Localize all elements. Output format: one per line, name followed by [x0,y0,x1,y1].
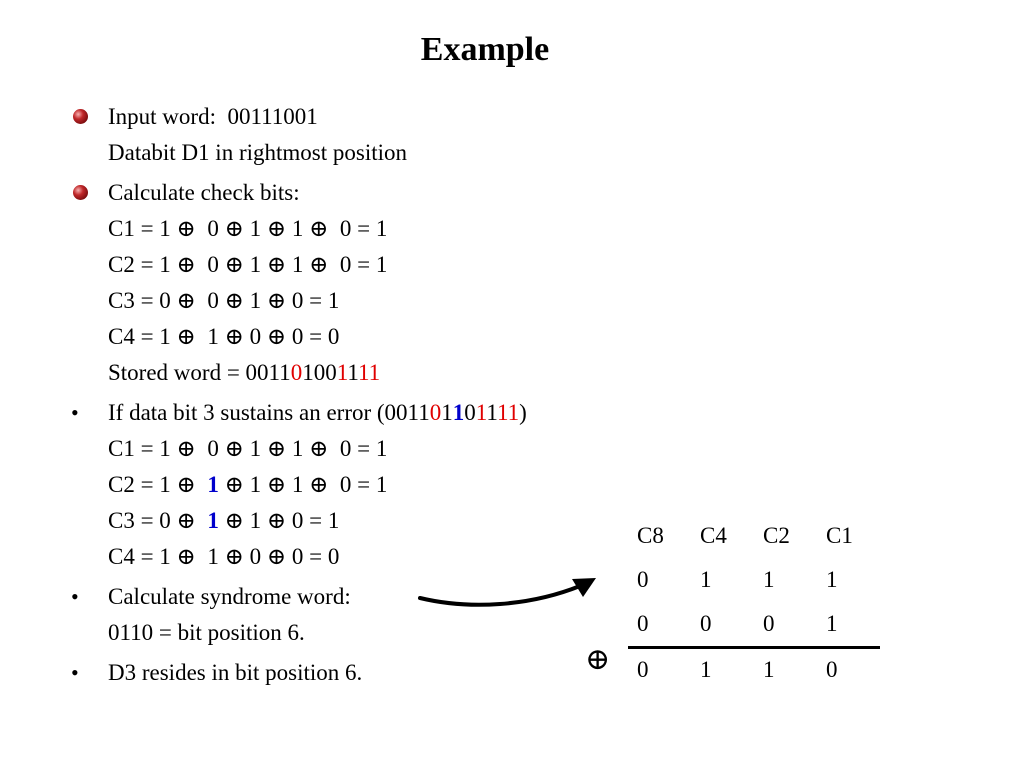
syndrome-table: C8 C4 C2 C1 0 1 1 1 0 0 0 1 0 1 1 0 [628,514,880,690]
table-result-row: 0 1 1 0 [628,646,880,690]
text-segment: Stored word = 0011 [108,360,291,385]
table-cell: 0 [637,657,649,682]
text-line: Stored word = 001101001111 [108,355,628,391]
table-cell: 0 [700,611,712,636]
table-cell: 0 [763,611,775,636]
text-segment: Calculate syndrome word: [108,584,351,609]
text-segment: C2 = 1 ⊕ [108,472,208,497]
highlighted-text: 1 [207,472,219,497]
highlighted-text: 1 [475,400,487,425]
table-cell: 1 [826,567,838,592]
text-line: D3 resides in bit position 6. [108,655,628,691]
text-segment: 100 [302,360,337,385]
text-segment: 0110 = bit position 6. [108,620,305,645]
text-segment: ⊕ 1 ⊕ 0 = 1 [218,508,340,533]
text-line: C4 = 1 ⊕ 1 ⊕ 0 ⊕ 0 = 0 [108,319,628,355]
text-segment: 1 [486,400,498,425]
text-segment: Calculate check bits: [108,180,300,205]
bullet-item: •If data bit 3 sustains an error (001101… [68,395,628,575]
text-line: C4 = 1 ⊕ 1 ⊕ 0 ⊕ 0 = 0 [108,539,628,575]
bullet-dot-icon: • [71,400,79,425]
red-sphere-bullet-icon [73,109,88,124]
xor-operator-icon: ⊕ [585,643,611,676]
text-line: Calculate syndrome word: [108,579,628,615]
text-line: If data bit 3 sustains an error (0011011… [108,395,628,431]
text-line: 0110 = bit position 6. [108,615,628,651]
text-segment: C1 = 1 ⊕ 0 ⊕ 1 ⊕ 1 ⊕ 0 = 1 [108,216,388,241]
text-segment: 0 [464,400,476,425]
text-line: C1 = 1 ⊕ 0 ⊕ 1 ⊕ 1 ⊕ 0 = 1 [108,431,628,467]
highlighted-text: 1 [452,400,465,425]
bullet-item: • D3 resides in bit position 6. [68,655,628,691]
text-segment: C4 = 1 ⊕ 1 ⊕ 0 ⊕ 0 = 0 [108,544,340,569]
table-header-row: C8 C4 C2 C1 [628,514,880,558]
text-line: Input word: 00111001 [108,99,628,135]
highlighted-text: 11 [497,400,520,425]
bullet-item: • Calculate syndrome word: 0110 = bit posi… [68,579,628,651]
table-cell: 1 [763,567,775,592]
text-line: C3 = 0 ⊕ 0 ⊕ 1 ⊕ 0 = 1 [108,283,628,319]
text-line: Calculate check bits: [108,175,628,211]
text-segment: C4 = 1 ⊕ 1 ⊕ 0 ⊕ 0 = 0 [108,324,340,349]
text-segment: 1 [441,400,453,425]
bullet-marker: • [68,579,98,615]
highlighted-text: 0 [429,400,442,425]
highlighted-text: 11 [358,360,381,385]
table-cell: 0 [637,567,649,592]
table-cell: 1 [700,567,712,592]
text-segment: C2 = 1 ⊕ 0 ⊕ 1 ⊕ 1 ⊕ 0 = 1 [108,252,388,277]
text-segment: C3 = 0 ⊕ [108,508,208,533]
text-segment: D3 resides in bit position 6. [108,660,363,685]
red-sphere-bullet-icon [73,185,88,200]
table-header-cell: C4 [700,523,727,548]
text-segment: Input word: 00111001 [108,104,318,129]
table-cell: 1 [700,657,712,682]
text-segment: C3 = 0 ⊕ 0 ⊕ 1 ⊕ 0 = 1 [108,288,340,313]
text-segment: C1 = 1 ⊕ 0 ⊕ 1 ⊕ 1 ⊕ 0 = 1 [108,436,388,461]
table-header-cell: C8 [637,523,664,548]
text-segment: Databit D1 in rightmost position [108,140,407,165]
bullet-marker [68,175,98,211]
text-line: C1 = 1 ⊕ 0 ⊕ 1 ⊕ 1 ⊕ 0 = 1 [108,211,628,247]
text-segment: ⊕ 1 ⊕ 1 ⊕ 0 = 1 [218,472,388,497]
table-row: 0 1 1 1 [628,558,880,602]
text-segment: 1 [347,360,358,385]
text-line: Databit D1 in rightmost position [108,135,628,171]
highlighted-text: 0 [290,360,303,385]
highlighted-text: 1 [207,508,219,533]
bullet-item: Calculate check bits: C1 = 1 ⊕ 0 ⊕ 1 ⊕ 1 … [68,175,628,391]
table-cell: 0 [637,611,649,636]
text-segment: If data bit 3 sustains an error (0011 [108,400,430,425]
table-header-cell: C1 [826,523,853,548]
table-cell: 1 [763,657,775,682]
bullet-marker [68,99,98,135]
table-cell: 1 [826,611,838,636]
text-line: C3 = 0 ⊕ 1 ⊕ 1 ⊕ 0 = 1 [108,503,628,539]
table-row: 0 0 0 1 [628,602,880,646]
bullet-dot-icon: • [71,584,79,609]
bullet-marker: • [68,655,98,691]
bullet-dot-icon: • [71,660,79,685]
table-header-cell: C2 [763,523,790,548]
table-cell: 0 [826,657,838,682]
text-segment: ) [519,400,527,425]
bullet-marker: • [68,395,98,431]
highlighted-text: 1 [336,360,348,385]
slide-title: Example [420,31,550,68]
text-line: C2 = 1 ⊕ 0 ⊕ 1 ⊕ 1 ⊕ 0 = 1 [108,247,628,283]
text-line: C2 = 1 ⊕ 1 ⊕ 1 ⊕ 1 ⊕ 0 = 1 [108,467,628,503]
